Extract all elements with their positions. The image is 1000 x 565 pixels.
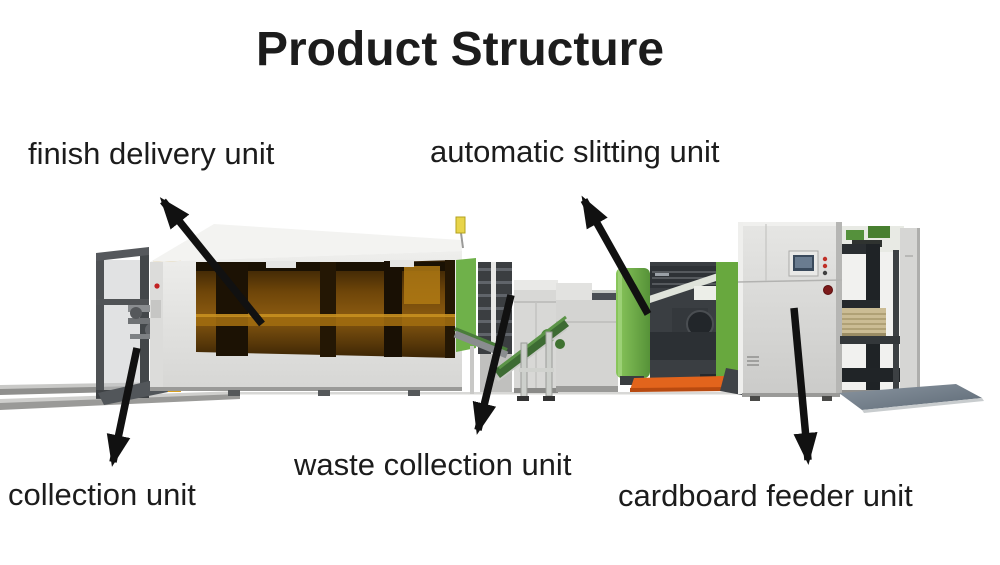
label-waste-collection-unit: waste collection unit xyxy=(294,447,572,482)
waste-collection-unit-graphic xyxy=(453,262,630,401)
annotation-arrows xyxy=(106,195,818,467)
automatic-slitting-unit-graphic xyxy=(616,260,758,395)
finish-delivery-unit-graphic xyxy=(150,216,476,396)
arrow-cardboard-feeder-unit xyxy=(790,307,818,465)
arrow-waste-collection-unit xyxy=(472,294,515,435)
label-collection-unit: collection unit xyxy=(8,477,196,512)
page-title: Product Structure xyxy=(255,23,665,76)
arrow-automatic-slitting-unit xyxy=(580,195,652,316)
arrow-finish-delivery-unit xyxy=(159,197,265,327)
label-finish-delivery-unit: finish delivery unit xyxy=(28,136,275,171)
label-cardboard-feeder-unit: cardboard feeder unit xyxy=(618,478,913,513)
label-automatic-slitting-unit: automatic slitting unit xyxy=(430,134,720,169)
cardboard-stack-frame-graphic xyxy=(839,226,984,413)
cardboard-feeder-unit-graphic xyxy=(737,222,843,401)
arrow-collection-unit xyxy=(106,347,141,467)
